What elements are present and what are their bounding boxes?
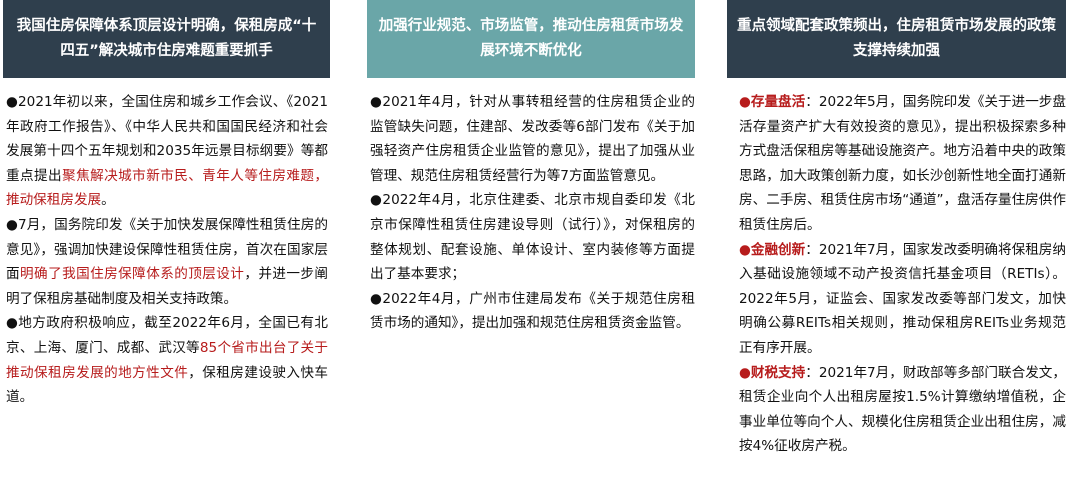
paragraph-text-end: ，并进一步阐明了保租房基础制度及相关支持政策。 [6, 266, 329, 307]
column-market-regulation: 加强行业规范、市场监管，推动住房租赁市场发展环境不断优化 ●2021年4月，针对… [367, 0, 695, 336]
bullet-paragraph: ●2021年初以来，全国住房和城乡工作会议、《2021年政府工作报告》、《中华人… [6, 90, 328, 213]
bullet-icon: ● [370, 290, 383, 307]
bullet-icon: ● [739, 94, 751, 110]
paragraph-text: ：2021年7月，财政部等多部门联合发文，租赁企业向个人出租房屋按1.5%计算缴… [739, 364, 1066, 455]
column-header: 重点领域配套政策频出，住房租赁市场发展的政策支撑持续加强 [727, 0, 1066, 78]
bullet-icon: ● [370, 94, 383, 110]
column-header-text: 重点领域配套政策频出，住房租赁市场发展的政策支撑持续加强 [737, 18, 1056, 59]
bullet-paragraph: ●2021年4月，针对从事转租经营的住房租赁企业的监管缺失问题，住建部、发改委等… [370, 90, 695, 188]
bullet-icon: ● [6, 216, 18, 233]
bullet-icon: ● [6, 94, 19, 110]
bullet-icon: ● [370, 192, 383, 209]
column-header: 加强行业规范、市场监管，推动住房租赁市场发展环境不断优化 [367, 0, 695, 78]
column-housing-security: 我国住房保障体系顶层设计明确，保租房成“十四五”解决城市住房难题重要抓手 ●20… [3, 0, 330, 410]
column-body: ●存量盘活：2022年5月，国务院印发《关于进一步盘活存量资产扩大有效投资的意见… [727, 78, 1066, 459]
bullet-paragraph: ●2022年4月，广州市住建局发布《关于规范住房租赁市场的通知》，提出加强和规范… [370, 287, 695, 336]
column-header: 我国住房保障体系顶层设计明确，保租房成“十四五”解决城市住房难题重要抓手 [3, 0, 330, 78]
keyword-label: 金融创新 [750, 241, 806, 258]
bullet-paragraph: ●地方政府积极响应，截至2022年6月，全国已有北京、上海、厦门、成都、武汉等8… [6, 311, 328, 409]
column-body: ●2021年初以来，全国住房和城乡工作会议、《2021年政府工作报告》、《中华人… [3, 78, 330, 410]
paragraph-text: ：2022年5月，国务院印发《关于进一步盘活存量资产扩大有效投资的意见》，提出积… [739, 94, 1066, 233]
paragraph-text: 2021年4月，针对从事转租经营的住房租赁企业的监管缺失问题，住建部、发改委等6… [370, 94, 695, 184]
paragraph-text-end: 。 [101, 192, 115, 209]
bullet-icon: ● [739, 364, 751, 381]
bullet-paragraph: ●7月，国务院印发《关于加快发展保障性租赁住房的意见》，强调加快建设保障性租赁住… [6, 213, 328, 311]
column-header-text: 加强行业规范、市场监管，推动住房租赁市场发展环境不断优化 [378, 18, 684, 59]
keyword-label: 财税支持 [750, 364, 806, 381]
bullet-icon: ● [6, 315, 19, 332]
bullet-paragraph: ●存量盘活：2022年5月，国务院印发《关于进一步盘活存量资产扩大有效投资的意见… [739, 90, 1066, 238]
paragraph-text: 2022年4月，北京住建委、北京市规自委印发《北京市保障性租赁住房建设导则（试行… [370, 192, 695, 283]
paragraph-text-end: ，保租房建设驶入快车道。 [6, 364, 329, 406]
column-body: ●2021年4月，针对从事转租经营的住房租赁企业的监管缺失问题，住建部、发改委等… [367, 78, 695, 336]
highlight-text: 85个省市出台了关于推动保租房发展的地方性文件 [6, 339, 328, 381]
paragraph-text: ：2021年7月，国家发改委明确将保租房纳入基础设施领域不动产投资信托基金项目（… [739, 241, 1066, 356]
bullet-paragraph: ●财税支持：2021年7月，财政部等多部门联合发文，租赁企业向个人出租房屋按1.… [739, 361, 1066, 459]
bullet-paragraph: ●2022年4月，北京住建委、北京市规自委印发《北京市保障性租赁住房建设导则（试… [370, 188, 695, 286]
column-policy-support: 重点领域配套政策频出，住房租赁市场发展的政策支撑持续加强 ●存量盘活：2022年… [727, 0, 1066, 459]
keyword-label: 存量盘活 [750, 94, 806, 110]
paragraph-text: 地方政府积极响应，截至2022年6月，全国已有北京、上海、厦门、成都、武汉等 [6, 315, 328, 356]
highlight-text: 聚焦解决城市新市民、青年人等住房难题，推动保租房发展 [6, 167, 329, 209]
column-header-text: 我国住房保障体系顶层设计明确，保租房成“十四五”解决城市住房难题重要抓手 [16, 18, 317, 59]
paragraph-text: 2022年4月，广州市住建局发布《关于规范住房租赁市场的通知》，提出加强和规范住… [370, 290, 695, 332]
paragraph-text: 2021年初以来，全国住房和城乡工作会议、《2021年政府工作报告》、《中华人民… [6, 94, 328, 184]
paragraph-text: 7月，国务院印发《关于加快发展保障性租赁住房的意见》，强调加快建设保障性租赁住房… [6, 216, 328, 283]
highlight-text: 明确了我国住房保障体系的顶层设计 [20, 266, 245, 283]
bullet-paragraph: ●金融创新：2021年7月，国家发改委明确将保租房纳入基础设施领域不动产投资信托… [739, 238, 1066, 361]
bullet-icon: ● [739, 241, 751, 258]
